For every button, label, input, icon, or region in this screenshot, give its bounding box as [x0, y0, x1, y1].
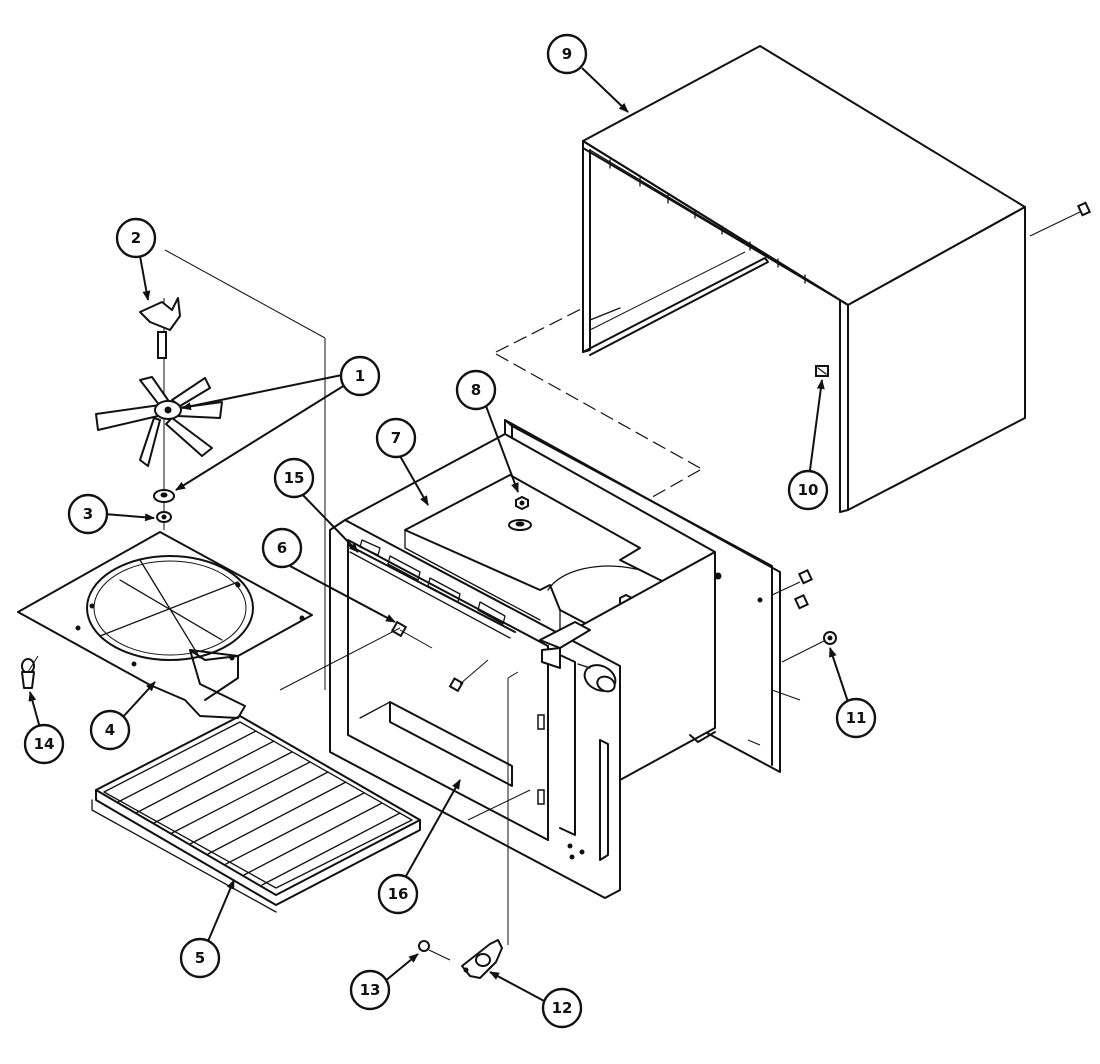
callout-12: 12: [541, 987, 583, 1029]
callout-16-label: 16: [388, 885, 409, 903]
callout-2: 2: [115, 217, 157, 259]
callout-5: 5: [179, 937, 221, 979]
callout-4: 4: [89, 709, 131, 751]
fan-blade-assembly: [95, 249, 326, 690]
leader-lines: [28, 67, 849, 1003]
callout-8: 8: [455, 369, 497, 411]
callout-13: 13: [349, 969, 391, 1011]
callout-7-label: 7: [391, 429, 401, 447]
screw-icon: [448, 677, 464, 693]
callout-15: 15: [273, 457, 315, 499]
callout-1: 1: [339, 355, 381, 397]
callout-5-label: 5: [195, 949, 205, 967]
callout-16: 16: [377, 873, 419, 915]
callout-9: 9: [546, 33, 588, 75]
callout-3-label: 3: [83, 505, 93, 523]
callout-15-label: 15: [284, 469, 305, 487]
screw-11-icon: [823, 631, 837, 645]
callout-10-label: 10: [798, 481, 819, 499]
callout-3: 3: [67, 493, 109, 535]
callout-8-label: 8: [471, 381, 481, 399]
callout-13-label: 13: [360, 981, 381, 999]
washer-icon: [156, 511, 172, 523]
callout-12-label: 12: [552, 999, 573, 1017]
nut-icon: [515, 495, 529, 511]
callout-6: 6: [261, 527, 303, 569]
locating-pin-icon: [21, 655, 39, 689]
callout-1-label: 1: [355, 367, 365, 385]
mounting-bracket: [461, 939, 503, 979]
oven-rack: [91, 715, 421, 913]
light-socket-icon: [577, 663, 617, 693]
callout-11: 11: [835, 697, 877, 739]
callout-10: 10: [787, 469, 829, 511]
cabinet-screw-icon: [1076, 201, 1092, 217]
fan-blade-icon: [95, 376, 223, 467]
wing-nut-icon: [139, 297, 181, 359]
mounting-screw-icon: [793, 569, 813, 610]
callout-4-label: 4: [105, 721, 115, 739]
callout-14: 14: [23, 723, 65, 765]
outer-cabinet-wrapper: [495, 45, 1092, 576]
callout-2-label: 2: [131, 229, 141, 247]
callout-6-label: 6: [277, 539, 287, 557]
callout-14-label: 14: [34, 735, 55, 753]
oven-cavity-assembly: [279, 419, 837, 945]
fan-cover-plate: [17, 531, 313, 719]
callout-11-label: 11: [846, 709, 867, 727]
screw-13-icon: [418, 940, 451, 961]
callout-9-label: 9: [562, 45, 572, 63]
callout-7: 7: [375, 417, 417, 459]
